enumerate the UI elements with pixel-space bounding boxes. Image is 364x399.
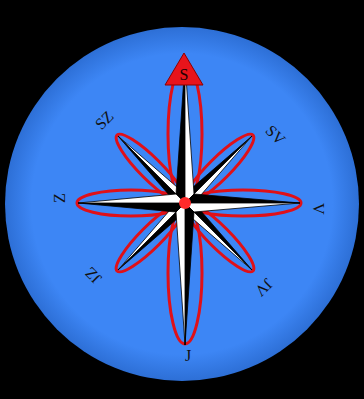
- north-letter: S: [164, 52, 204, 83]
- center-dot: [179, 197, 191, 209]
- north-triangle: S: [164, 52, 204, 86]
- triangle-fill: [165, 53, 203, 85]
- red-petals: [77, 64, 301, 344]
- star-arms: [78, 62, 300, 345]
- compass-disc: [5, 27, 359, 381]
